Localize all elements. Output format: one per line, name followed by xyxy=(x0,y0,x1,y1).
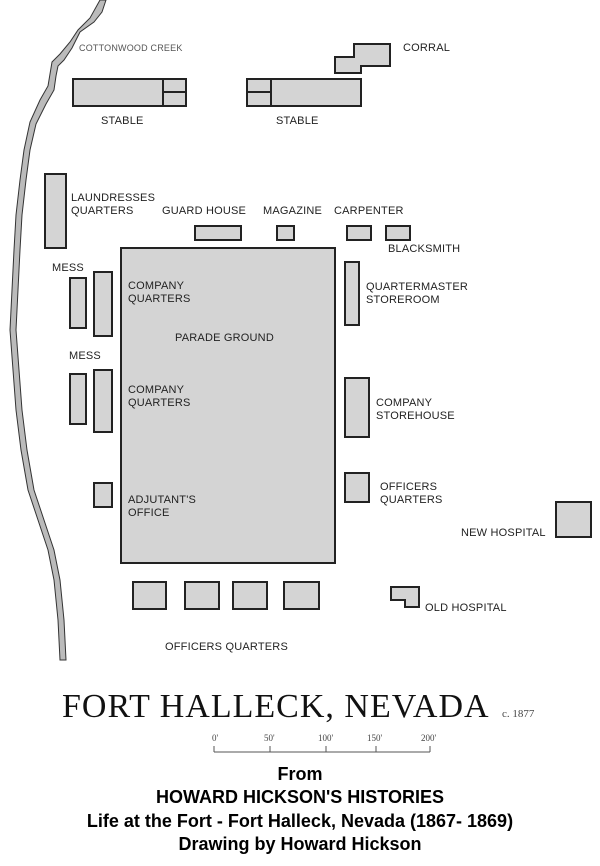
scale-tick-label: 50' xyxy=(264,733,275,743)
old-hospital xyxy=(390,586,420,608)
scale-tick-label: 150' xyxy=(367,733,383,743)
credit-from: From xyxy=(277,764,323,784)
adjutant-label: OFFICE xyxy=(128,507,170,519)
company-quarters-2-label: QUARTERS xyxy=(128,397,191,409)
company-storehouse xyxy=(344,377,370,438)
quartermaster-label: QUARTERMASTER xyxy=(366,281,468,293)
scale-bar: 0' 50' 100' 150' 200' xyxy=(212,733,437,753)
mess-2 xyxy=(69,373,87,425)
quartermaster-label: STOREROOM xyxy=(366,294,440,306)
stable-2 xyxy=(246,78,362,107)
quartermaster-storeroom xyxy=(344,261,360,326)
carpenter xyxy=(346,225,372,241)
officers-quarters-row xyxy=(132,581,320,610)
magazine-label: MAGAZINE xyxy=(263,205,322,217)
stable-2-label: STABLE xyxy=(276,115,319,127)
laundresses-quarters xyxy=(44,173,67,249)
cottonwood-creek xyxy=(9,0,107,661)
mess-1 xyxy=(69,277,87,329)
new-hospital-label: NEW HOSPITAL xyxy=(461,527,546,539)
officers-quarters-label: OFFICERS QUARTERS xyxy=(165,641,288,653)
officers-quarters-right-label: QUARTERS xyxy=(380,494,443,506)
new-hospital xyxy=(555,501,592,538)
creek-label: COTTONWOOD CREEK xyxy=(79,43,183,53)
map-date: c. 1877 xyxy=(502,708,535,720)
company-quarters-1 xyxy=(93,271,113,337)
company-quarters-2-label: COMPANY xyxy=(128,384,185,396)
scale-tick-label: 200' xyxy=(421,733,437,743)
laundresses-label: QUARTERS xyxy=(71,205,134,217)
adjutants-office xyxy=(93,482,113,508)
parade-ground xyxy=(120,247,336,564)
officers-quarters-right xyxy=(344,472,370,503)
blacksmith-label: BLACKSMITH xyxy=(388,243,460,255)
corral xyxy=(334,43,391,74)
stable-1 xyxy=(72,78,187,107)
officers-quarters-right-label: OFFICERS xyxy=(380,481,437,493)
carpenter-label: CARPENTER xyxy=(334,205,404,217)
parade-ground-label: PARADE GROUND xyxy=(175,332,274,344)
company-quarters-2 xyxy=(93,369,113,433)
guard-house xyxy=(194,225,242,241)
stable-1-label: STABLE xyxy=(101,115,144,127)
storehouse-label: STOREHOUSE xyxy=(376,410,455,422)
corral-label: CORRAL xyxy=(403,42,450,54)
laundresses-label: LAUNDRESSES xyxy=(71,192,155,204)
adjutant-label: ADJUTANT'S xyxy=(128,494,196,506)
guard-house-label: GUARD HOUSE xyxy=(162,205,246,217)
company-quarters-1-label: COMPANY xyxy=(128,280,185,292)
credit-subtitle: Life at the Fort - Fort Halleck, Nevada … xyxy=(86,811,514,831)
credit-author: Drawing by Howard Hickson xyxy=(178,834,422,854)
storehouse-label: COMPANY xyxy=(376,397,433,409)
magazine xyxy=(276,225,295,241)
blacksmith xyxy=(385,225,411,241)
old-hospital-label: OLD HOSPITAL xyxy=(425,602,507,614)
map-title: FORT HALLECK, NEVADA xyxy=(62,688,490,725)
company-quarters-1-label: QUARTERS xyxy=(128,293,191,305)
scale-tick-label: 100' xyxy=(318,733,334,743)
credit-source: HOWARD HICKSON'S HISTORIES xyxy=(156,787,444,807)
mess-1-label: MESS xyxy=(52,262,84,274)
scale-tick-label: 0' xyxy=(212,733,219,743)
mess-2-label: MESS xyxy=(69,350,101,362)
